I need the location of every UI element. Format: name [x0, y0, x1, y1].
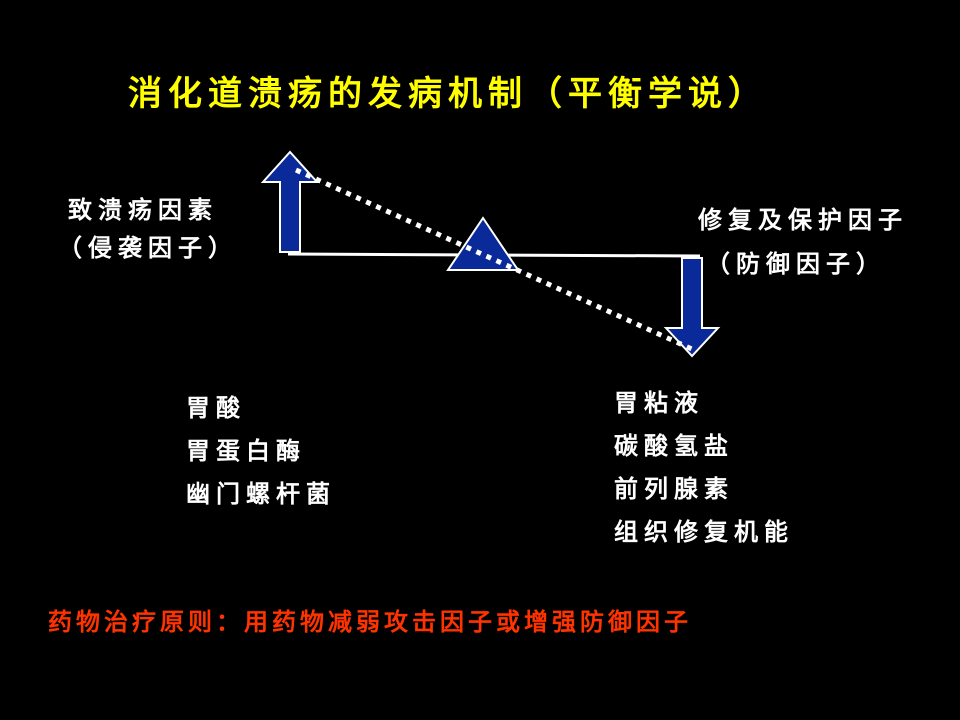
list-item: 胃蛋白酶: [186, 437, 306, 465]
up-arrow-icon: [260, 150, 320, 253]
list-item: 胃酸: [186, 394, 246, 422]
defensive-factor-list: 胃粘液 碳酸氢盐 前列腺素 组织修复机能: [614, 382, 794, 554]
tilted-dotted-line: [294, 167, 696, 353]
right-factor-title: 修复及保护因子: [698, 206, 908, 234]
left-factor-subtitle: （侵袭因子）: [58, 234, 238, 262]
list-item: 碳酸氢盐: [614, 432, 734, 460]
list-item: 胃粘液: [614, 389, 704, 417]
left-factor-title: 致溃疡因素: [68, 196, 218, 224]
right-factor-subtitle: （防御因子）: [706, 250, 886, 278]
page-title: 消化道溃疡的发病机制（平衡学说）: [128, 74, 768, 114]
list-item: 幽门螺杆菌: [186, 480, 336, 508]
list-item: 前列腺素: [614, 475, 734, 503]
treatment-principle: 药物治疗原则：用药物减弱攻击因子或增强防御因子: [48, 608, 692, 636]
aggressive-factor-list: 胃酸 胃蛋白酶 幽门螺杆菌: [186, 387, 336, 516]
down-arrow-icon: [663, 257, 721, 358]
fulcrum-triangle: [446, 216, 520, 271]
list-item: 组织修复机能: [614, 518, 794, 546]
